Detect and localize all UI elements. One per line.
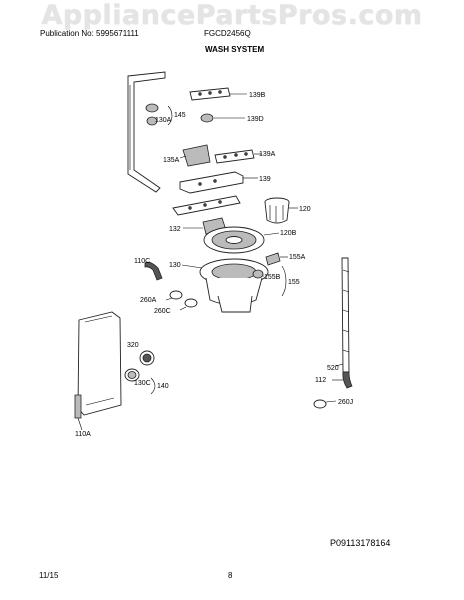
- callout-139b: 139B: [249, 92, 266, 99]
- callout-110c: 110C: [134, 258, 150, 265]
- callout-139a: 139A: [259, 151, 276, 158]
- callout-130a: 130A: [155, 117, 172, 124]
- callout-139: 139: [259, 176, 271, 183]
- callout-132: 132: [169, 226, 181, 233]
- part-130-sump[interactable]: [181, 258, 269, 313]
- part-520-fill-hose[interactable]: [335, 257, 350, 373]
- publication-number: Publication No: 5995671111: [40, 29, 139, 38]
- part-139a-middle-spray-arm[interactable]: [214, 149, 262, 164]
- callout-155a: 155A: [289, 254, 306, 261]
- site-watermark: AppliancePartsPros.com: [41, 0, 423, 31]
- part-155a-check-valve[interactable]: [265, 252, 288, 266]
- callout-260j: 260J: [338, 399, 353, 406]
- callout-155: 155: [288, 279, 300, 286]
- part-320-grommet[interactable]: [139, 350, 155, 366]
- section-title: WASH SYSTEM: [205, 45, 265, 54]
- part-260a-clamp[interactable]: [165, 290, 183, 301]
- part-lower-spray-arm[interactable]: [172, 195, 241, 216]
- part-130a-nut[interactable]: [145, 103, 159, 126]
- part-112-hose-elbow[interactable]: [332, 371, 353, 389]
- callout-112: 112: [315, 377, 326, 384]
- callout-140: 140: [157, 383, 169, 390]
- page-number: 8: [228, 571, 233, 580]
- part-139b-upper-spray-arm[interactable]: [189, 87, 247, 101]
- footer-date: 11/15: [39, 571, 59, 580]
- callout-145: 145: [174, 112, 186, 119]
- callout-260a: 260A: [140, 297, 157, 304]
- callout-260c: 260C: [154, 308, 171, 315]
- callout-130c: 130C: [134, 380, 151, 387]
- callout-120b: 120B: [280, 230, 297, 237]
- callout-155b: 155B: [264, 274, 281, 281]
- callout-520: 520: [327, 365, 339, 372]
- part-120b-fine-filter[interactable]: [203, 226, 280, 254]
- part-110a-conduit[interactable]: [74, 394, 83, 431]
- callout-120: 120: [299, 206, 311, 213]
- callout-130: 130: [169, 262, 181, 269]
- part-140-duct-panel[interactable]: [77, 311, 122, 416]
- part-155b-pump-outlet[interactable]: [252, 269, 264, 279]
- callout-110a: 110A: [75, 431, 91, 438]
- model-number: FGCD2456Q: [204, 29, 251, 38]
- part-260c-clamp[interactable]: [179, 298, 198, 311]
- part-139-feed-channel[interactable]: [179, 171, 258, 194]
- callout-320: 320: [127, 342, 139, 349]
- part-260j-clamp[interactable]: [313, 399, 337, 409]
- part-130c-gasket[interactable]: [124, 368, 140, 382]
- callout-135a: 135A: [163, 157, 180, 164]
- callout-139d: 139D: [247, 116, 264, 123]
- part-120-filter-canister[interactable]: [264, 197, 298, 224]
- part-139d-nut[interactable]: [200, 113, 245, 123]
- part-110c-hose[interactable]: [144, 261, 163, 281]
- part-145-supply-tube[interactable]: [127, 71, 166, 193]
- part-135a-manifold[interactable]: [179, 144, 211, 167]
- illustration-reference: P09113178164: [330, 538, 391, 548]
